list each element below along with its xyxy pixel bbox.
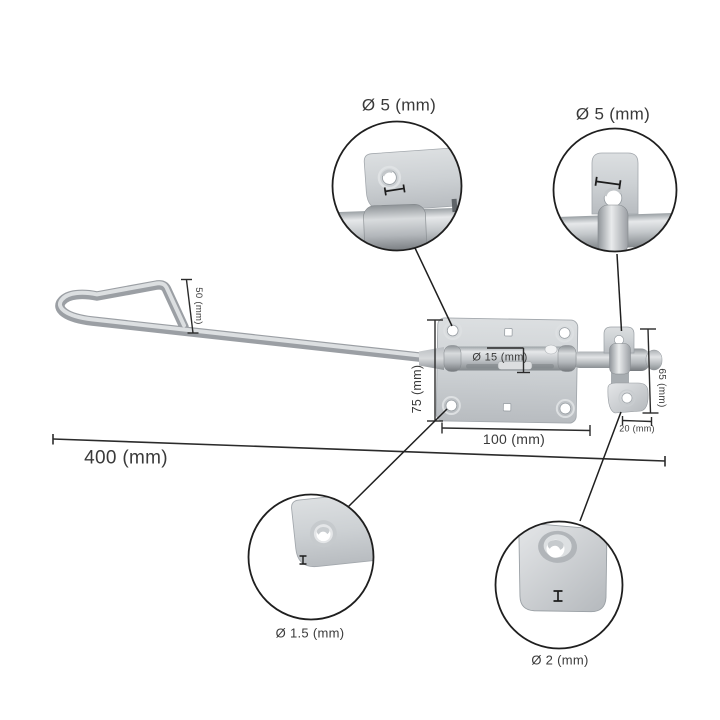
label-keeper-foot-width: 20 (mm) bbox=[619, 423, 655, 434]
keeper-tab-hole bbox=[614, 335, 624, 345]
label-detail-top-left-diameter: Ø 5 (mm) bbox=[361, 95, 437, 115]
label-handle-height: 50 (mm) bbox=[192, 287, 204, 325]
leader-top-left bbox=[414, 247, 453, 327]
label-detail-top-right-diameter: Ø 5 (mm) bbox=[575, 104, 651, 124]
detail-circle-bottom-left bbox=[247, 493, 375, 621]
leader-bottom-right bbox=[579, 411, 622, 522]
detail-dim-mark bbox=[594, 176, 622, 190]
bolt-end-cap bbox=[645, 349, 663, 371]
label-detail-bottom-left-diameter: Ø 1.5 (mm) bbox=[275, 625, 345, 641]
label-keeper-height: 65 (mm) bbox=[656, 368, 667, 408]
keeper-strap bbox=[609, 343, 631, 375]
wire-handle bbox=[55, 280, 442, 364]
detail-dim-mark bbox=[383, 184, 406, 196]
bolt-cone-adapter bbox=[419, 347, 444, 370]
dim-plate-100 bbox=[441, 422, 591, 436]
detail-dim-mark bbox=[299, 555, 307, 565]
dim-handle-50 bbox=[181, 278, 199, 334]
dim-bolt-diameter-15 bbox=[487, 347, 530, 374]
label-plate-height: 75 (mm) bbox=[409, 364, 424, 414]
label-detail-bottom-right-diameter: Ø 2 (mm) bbox=[531, 652, 589, 668]
keeper-bracket bbox=[603, 326, 649, 414]
leader-bottom-left bbox=[346, 408, 448, 509]
label-plate-width: 100 (mm) bbox=[482, 431, 546, 447]
leader-lines bbox=[346, 247, 623, 522]
housing-ring-right bbox=[557, 345, 577, 372]
keeper-foot-hole bbox=[621, 392, 633, 404]
detail-strap bbox=[597, 204, 629, 252]
detail-circle-bottom-right bbox=[494, 520, 624, 650]
plate-screw-holes bbox=[441, 321, 575, 419]
detail-dim-mark bbox=[553, 590, 563, 602]
detail-barrel-bracket bbox=[363, 204, 427, 251]
detail-circle-top-right bbox=[552, 127, 678, 253]
dim-keeper-foot-20 bbox=[621, 416, 653, 426]
detail-plate-corner bbox=[291, 494, 374, 568]
bolt-knob bbox=[544, 344, 558, 355]
housing-ring-left bbox=[443, 345, 462, 372]
dim-keeper-65 bbox=[640, 328, 659, 414]
leader-top-right bbox=[616, 253, 623, 332]
detail-circle-top-left bbox=[331, 120, 463, 252]
label-overall-length: 400 (mm) bbox=[84, 447, 168, 469]
dim-overall-400 bbox=[52, 434, 666, 467]
label-bolt-diameter: Ø 15 (mm) bbox=[472, 351, 528, 364]
